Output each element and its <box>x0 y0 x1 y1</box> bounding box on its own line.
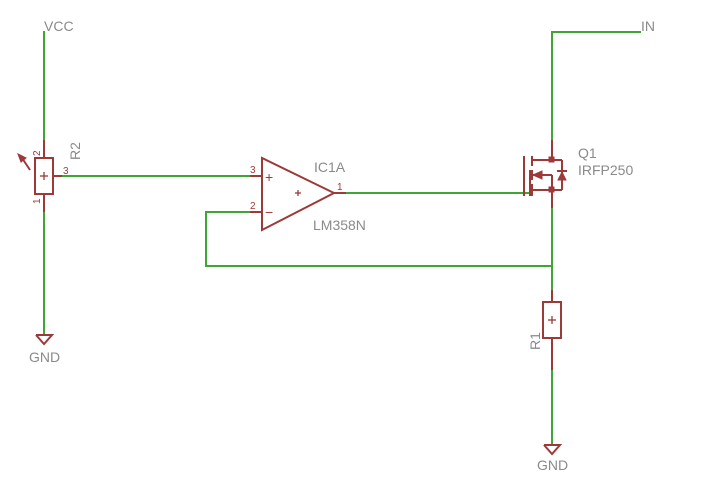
ic-name-label: IC1A <box>314 159 346 175</box>
opamp-minus-sign: − <box>265 204 273 220</box>
r2-pin-wiper: 3 <box>63 166 69 177</box>
r2-name-label: R2 <box>67 142 83 160</box>
potentiometer-r2[interactable]: 2 1 3 R2 <box>17 140 83 212</box>
opamp-plus-sign: + <box>265 169 273 185</box>
opamp-pin-plus: 3 <box>250 165 256 176</box>
r2-pin-top: 2 <box>32 150 43 156</box>
ic-value-label: LM358N <box>313 217 366 233</box>
r1-name-label: R1 <box>527 332 543 350</box>
opamp-ic1a[interactable]: + − 3 2 1 IC1A LM358N <box>250 156 366 233</box>
ground-symbol-right: GND <box>537 444 568 473</box>
gnd-left-label: GND <box>29 349 60 365</box>
vcc-label: VCC <box>44 18 74 34</box>
gnd-right-label: GND <box>537 457 568 473</box>
mosfet-q1[interactable]: Q1 IRFP250 <box>523 140 633 208</box>
wire-in-drain <box>551 31 641 141</box>
wires <box>43 31 641 446</box>
q-value-label: IRFP250 <box>578 162 633 178</box>
opamp-pin-out: 1 <box>337 182 343 193</box>
opamp-pin-minus: 2 <box>250 201 256 212</box>
r2-pin-bottom: 1 <box>32 198 43 204</box>
ground-symbol-left: GND <box>29 334 60 365</box>
resistor-r1[interactable]: R1 <box>527 290 562 370</box>
wire-feedback <box>205 211 553 267</box>
in-label: IN <box>641 18 655 34</box>
q-name-label: Q1 <box>578 145 597 161</box>
